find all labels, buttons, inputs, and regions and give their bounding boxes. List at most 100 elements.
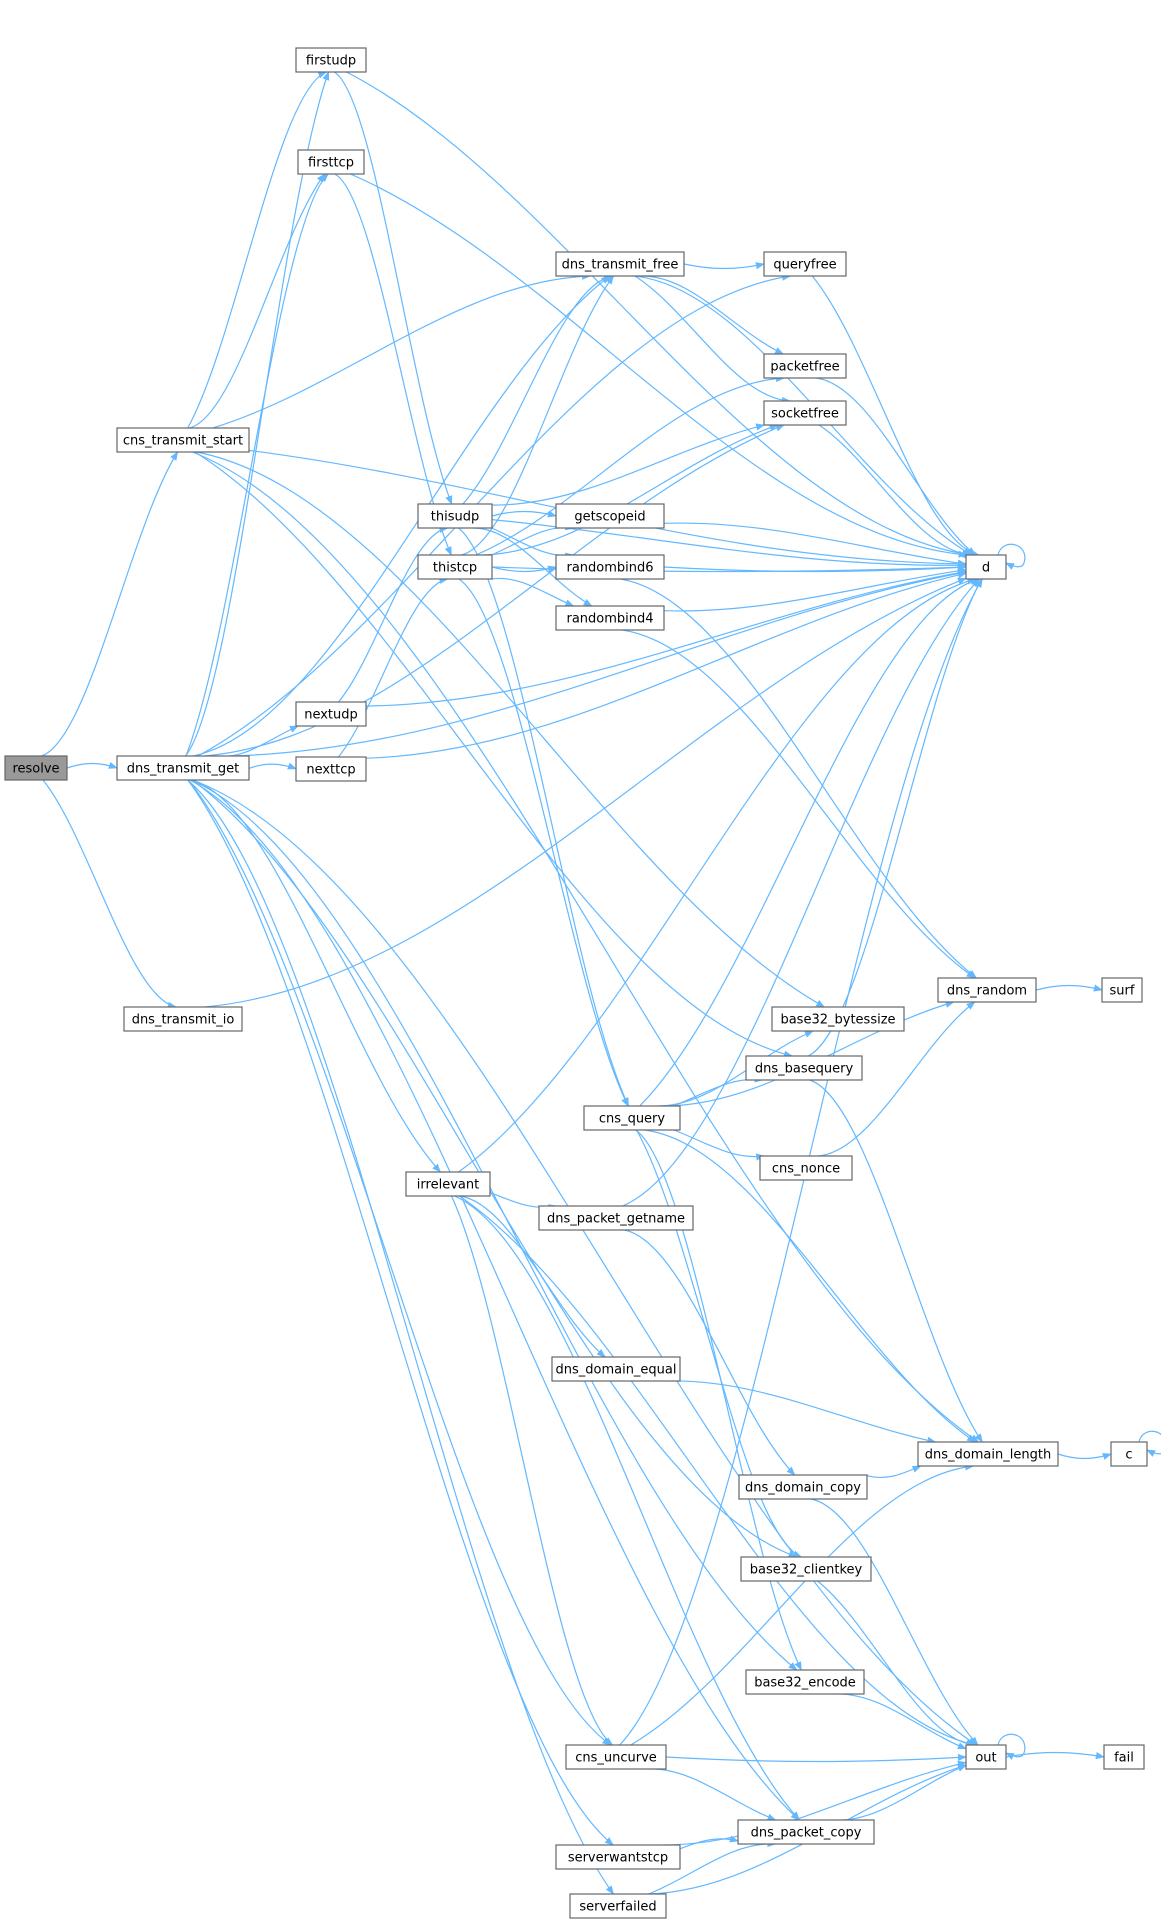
node-cns-nonce[interactable]: cns_nonce: [759, 1155, 853, 1181]
node-irrelevant[interactable]: irrelevant: [405, 1171, 491, 1197]
edge-cns_uncurve-to-out: [665, 1753, 967, 1763]
edge-thistcp-to-cns_query: [458, 578, 629, 1107]
node-box: [965, 554, 1007, 580]
node-label: fail: [1114, 1751, 1134, 1766]
node-randombind4[interactable]: randombind4: [555, 605, 665, 631]
node-box: [417, 554, 493, 580]
edge-dns_transmit_get-to-socketfree: [203, 424, 785, 757]
node-dns-basequery[interactable]: dns_basequery: [745, 1055, 863, 1081]
edge-thistcp-to-randombind4: [491, 577, 575, 607]
edge-dns_transmit_get-to-out: [192, 779, 978, 1746]
node-dns-transmit-io[interactable]: dns_transmit_io: [123, 1006, 243, 1032]
edge-cns_query-to-base32_encode: [635, 1129, 802, 1671]
node-label: dns_transmit_get: [127, 762, 239, 777]
node-firsttcp[interactable]: firsttcp: [297, 149, 365, 175]
node-label: out: [975, 1751, 996, 1766]
edge-dns_transmit_free-to-packetfree: [641, 275, 785, 355]
node-randombind6[interactable]: randombind6: [555, 554, 665, 580]
edge-resolve-to-dns_transmit_get: [66, 761, 118, 769]
edge-cns_transmit_start-to-base32_bytessize: [196, 451, 826, 1008]
edge-cns_uncurve-to-dns_packet_copy: [646, 1768, 777, 1821]
node-label: dns_domain_equal: [555, 1363, 676, 1378]
edge-socketfree-to-d: [818, 424, 973, 559]
edge-resolve-to-dns_transmit_io: [42, 779, 177, 1009]
edge-packetfree-to-d: [815, 377, 976, 556]
node-dns-packet-copy[interactable]: dns_packet_copy: [737, 1819, 875, 1845]
edge-cns_transmit_start-to-dns_basequery: [194, 451, 793, 1058]
node-box: [1110, 1441, 1148, 1467]
node-box: [555, 554, 665, 580]
node-nextudp[interactable]: nextudp: [295, 701, 367, 727]
node-label: cns_query: [599, 1112, 665, 1127]
node-thistcp[interactable]: thistcp: [417, 554, 493, 580]
node-label: dns_packet_getname: [547, 1212, 685, 1227]
node-packetfree[interactable]: packetfree: [763, 353, 847, 379]
node-cns-transmit-start[interactable]: cns_transmit_start: [116, 427, 250, 453]
node-box: [4, 755, 68, 781]
node-box: [771, 1006, 905, 1032]
node-serverfailed[interactable]: serverfailed: [569, 1893, 667, 1919]
node-queryfree[interactable]: queryfree: [763, 251, 847, 277]
node-serverwantstcp[interactable]: serverwantstcp: [555, 1844, 681, 1870]
edge-cns_query-to-dns_domain_length: [644, 1129, 977, 1443]
node-dns-transmit-free[interactable]: dns_transmit_free: [555, 251, 685, 277]
node-socketfree[interactable]: socketfree: [763, 400, 847, 426]
node-box: [295, 756, 367, 782]
node-nexttcp[interactable]: nexttcp: [295, 756, 367, 782]
node-base32-bytessize[interactable]: base32_bytessize: [771, 1006, 905, 1032]
node-label: base32_clientkey: [750, 1563, 863, 1578]
edge-getscopeid-to-d: [663, 522, 967, 567]
edge-irrelevant-to-dns_packet_getname: [489, 1191, 558, 1212]
node-base32-clientkey[interactable]: base32_clientkey: [740, 1556, 872, 1582]
node-box: [116, 427, 250, 453]
edge-dns_transmit_get-to-dns_packet_copy: [189, 779, 800, 1821]
node-label: dns_domain_length: [925, 1448, 1051, 1463]
node-label: queryfree: [773, 258, 836, 273]
node-box: [538, 1205, 694, 1231]
node-base32-encode[interactable]: base32_encode: [745, 1669, 865, 1695]
edge-nexttcp-to-thistcp: [337, 576, 449, 758]
node-dns-random[interactable]: dns_random: [937, 977, 1037, 1003]
edge-firstudp-to-thisudp: [333, 71, 453, 505]
node-label: packetfree: [770, 360, 839, 375]
edge-firsttcp-to-d: [350, 173, 968, 558]
node-dns-domain-length[interactable]: dns_domain_length: [917, 1441, 1059, 1467]
node-surf[interactable]: surf: [1101, 977, 1143, 1003]
edge-cns_nonce-to-dns_random: [818, 1001, 976, 1157]
edge-serverwantstcp-to-dns_packet_copy: [679, 1835, 739, 1850]
node-box: [738, 1474, 868, 1500]
edge-thisudp-to-dns_transmit_free: [462, 274, 613, 505]
node-box: [763, 400, 847, 426]
node-resolve[interactable]: resolve: [4, 755, 68, 781]
node-cns-query[interactable]: cns_query: [583, 1105, 681, 1131]
edge-dns_transmit_get-to-cns_uncurve: [187, 779, 612, 1746]
node-box: [1101, 977, 1143, 1003]
node-out[interactable]: out: [965, 1744, 1007, 1770]
node-dns-packet-getname[interactable]: dns_packet_getname: [538, 1205, 694, 1231]
node-fail[interactable]: fail: [1103, 1744, 1145, 1770]
node-cns-uncurve[interactable]: cns_uncurve: [565, 1744, 667, 1770]
node-label: randombind6: [566, 561, 653, 576]
edge-cns_transmit_start-to-dns_domain_length: [192, 451, 980, 1443]
node-dns-domain-equal[interactable]: dns_domain_equal: [551, 1356, 681, 1382]
edge-base32_encode-to-out: [833, 1693, 967, 1750]
node-label: base32_bytessize: [780, 1013, 895, 1028]
node-box: [116, 755, 250, 781]
node-getscopeid[interactable]: getscopeid: [555, 503, 665, 529]
node-thisudp[interactable]: thisudp: [417, 503, 493, 529]
node-c[interactable]: c: [1110, 1441, 1148, 1467]
node-d[interactable]: d: [965, 554, 1007, 580]
edge-cns_uncurve-to-d: [619, 578, 983, 1746]
node-dns-domain-copy[interactable]: dns_domain_copy: [738, 1474, 868, 1500]
edge-dns_transmit_get-to-serverwantstcp: [187, 779, 614, 1846]
edge-firstudp-to-d: [346, 71, 972, 558]
node-dns-transmit-get[interactable]: dns_transmit_get: [116, 755, 250, 781]
node-label: nexttcp: [306, 763, 355, 778]
node-label: dns_basequery: [755, 1062, 854, 1077]
node-box: [295, 47, 367, 73]
node-box: [763, 353, 847, 379]
edge-randombind6-to-d: [663, 563, 967, 573]
edge-dns_transmit_get-to-queryfree: [197, 273, 792, 757]
edge-dns_transmit_get-to-firstudp: [185, 71, 330, 757]
node-firstudp[interactable]: firstudp: [295, 47, 367, 73]
